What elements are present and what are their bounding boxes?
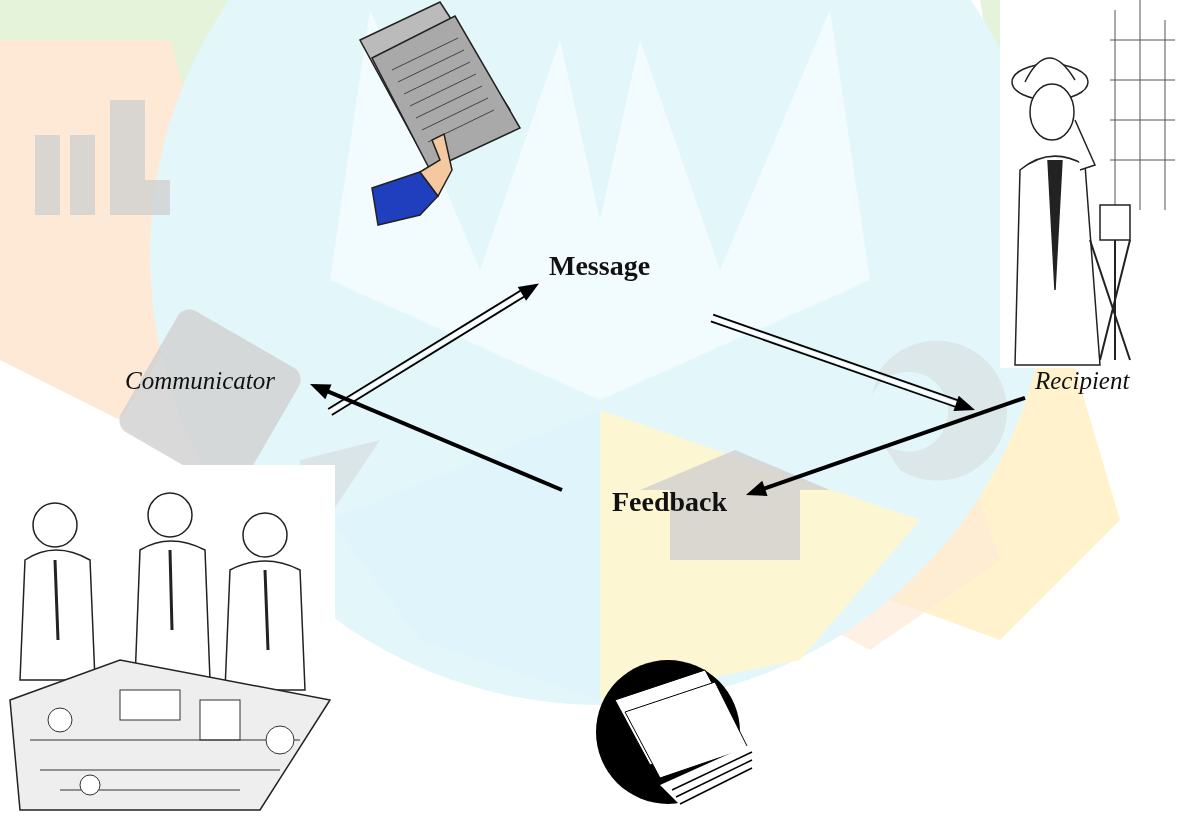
node-text: Recipient [1035,367,1129,394]
executives-illustration [5,465,335,813]
arrow [746,398,1025,496]
node-text: Message [549,250,650,281]
communicator-label: Communicator [119,363,281,399]
node-text: Communicator [125,367,275,394]
double-arrow [328,283,539,415]
newspaper-illustration [360,2,520,225]
watermark-circle [150,0,1050,705]
watermark-segment [600,410,920,700]
message-label: Message [543,246,656,286]
engineer-illustration [1000,0,1185,368]
double-arrow [711,315,975,411]
arrow [310,384,562,490]
recipient-label: Recipient [1029,363,1135,399]
document-stack-icon [596,660,760,815]
node-text: Feedback [612,486,727,517]
feedback-label: Feedback [606,482,733,522]
